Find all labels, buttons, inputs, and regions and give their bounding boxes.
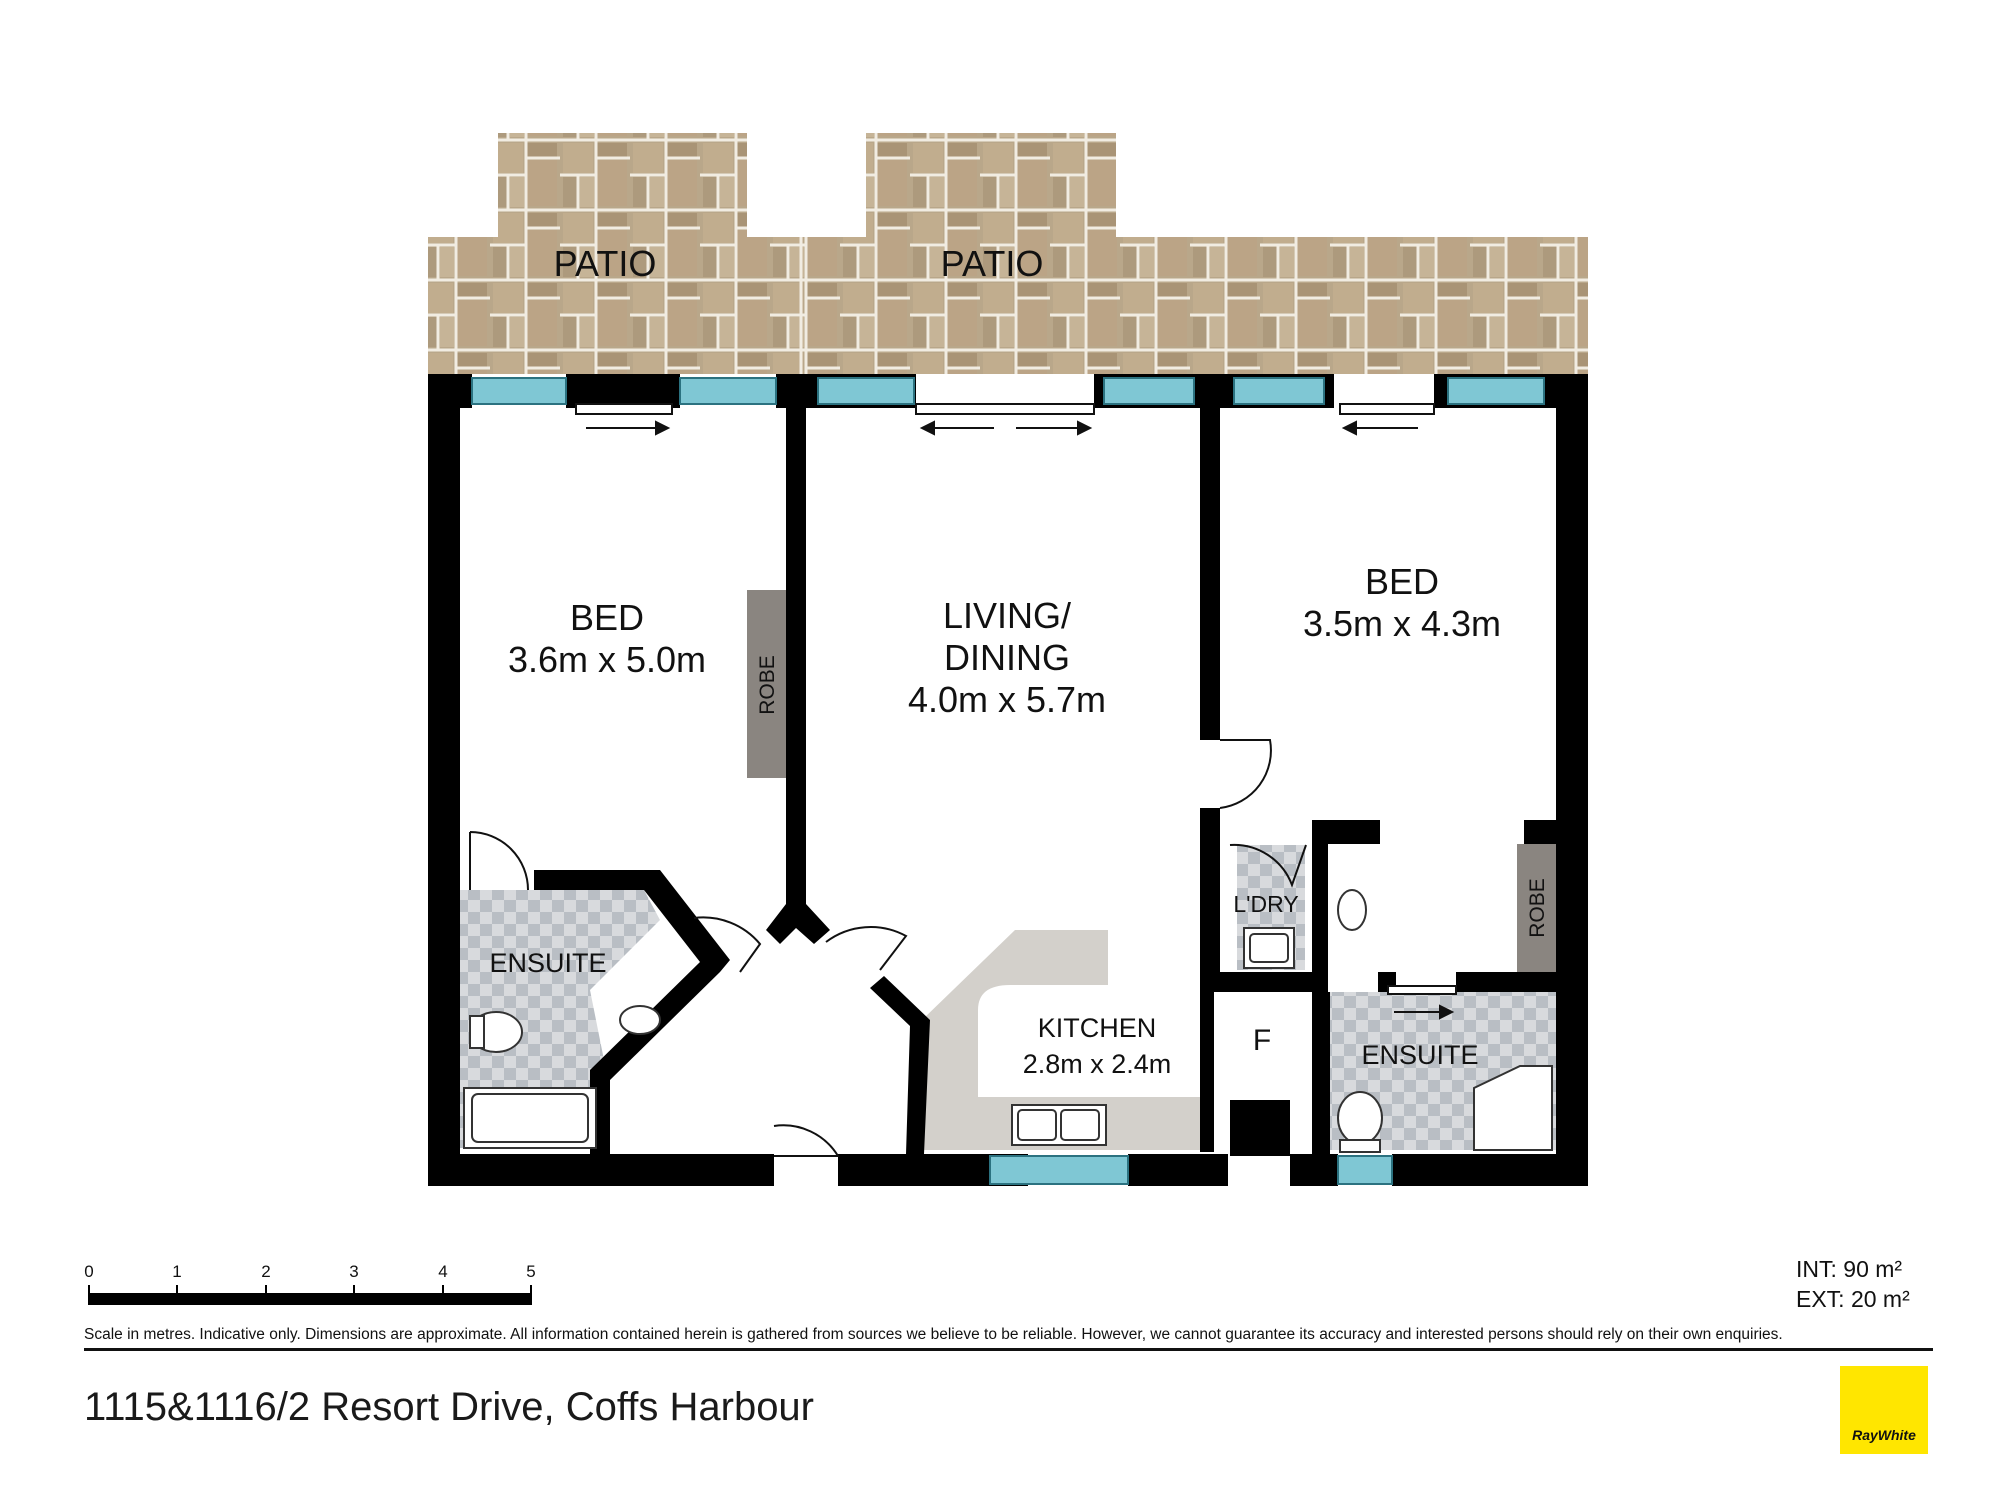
scale-tick-5: 5	[526, 1262, 536, 1281]
kitchen-size: 2.8m x 2.4m	[1023, 1049, 1172, 1079]
disclaimer: Scale in metres. Indicative only. Dimens…	[84, 1326, 1783, 1343]
divider	[84, 1348, 1933, 1351]
robe-left	[747, 590, 786, 778]
fixtures	[463, 889, 1553, 1153]
windows	[471, 377, 1545, 1185]
bed-left-name: BED	[570, 597, 644, 638]
scale-tick-0: 0	[84, 1262, 94, 1281]
living-name-line2: DINING	[944, 637, 1070, 678]
living-size: 4.0m x 5.7m	[908, 679, 1106, 720]
scale-tick-4: 4	[438, 1262, 448, 1281]
walls	[428, 374, 1588, 1186]
kitchen-bench	[922, 930, 1200, 1150]
scale-tick-2: 2	[261, 1262, 271, 1281]
ensuite-left-label: ENSUITE	[489, 948, 606, 978]
patio-right-label: PATIO	[941, 243, 1044, 284]
patio-left-label: PATIO	[554, 243, 657, 284]
kitchen-sink	[1011, 1104, 1107, 1146]
raywhite-logo: RayWhite	[1840, 1366, 1928, 1454]
bed-left-size: 3.6m x 5.0m	[508, 639, 706, 680]
kitchen-name: KITCHEN	[1038, 1013, 1157, 1043]
sliding-doors	[575, 403, 1457, 995]
logo-text: RayWhite	[1852, 1427, 1916, 1443]
fridge-space	[1214, 992, 1312, 1084]
robe-right-label: ROBE	[1526, 878, 1549, 938]
ensuite-right-label: ENSUITE	[1361, 1040, 1478, 1070]
living-name-line1: LIVING/	[943, 595, 1071, 636]
bed-right-name: BED	[1365, 561, 1439, 602]
external-area: EXT: 20 m²	[1796, 1286, 1910, 1312]
robe-left-label: ROBE	[756, 655, 779, 715]
door-arrows	[586, 420, 1455, 1020]
patio-area	[428, 133, 1588, 374]
property-address: 1115&1116/2 Resort Drive, Coffs Harbour	[84, 1385, 814, 1429]
laundry-label: L'DRY	[1233, 891, 1298, 917]
scale-ticks	[88, 1285, 532, 1293]
scale-tick-3: 3	[349, 1262, 359, 1281]
robe-right	[1517, 844, 1556, 972]
bed-right-size: 3.5m x 4.3m	[1303, 603, 1501, 644]
fridge-label: F	[1253, 1024, 1271, 1057]
scale-bar	[88, 1293, 532, 1305]
internal-area: INT: 90 m²	[1796, 1256, 1903, 1282]
swing-doors	[469, 739, 1307, 1157]
scale-tick-1: 1	[172, 1262, 182, 1281]
